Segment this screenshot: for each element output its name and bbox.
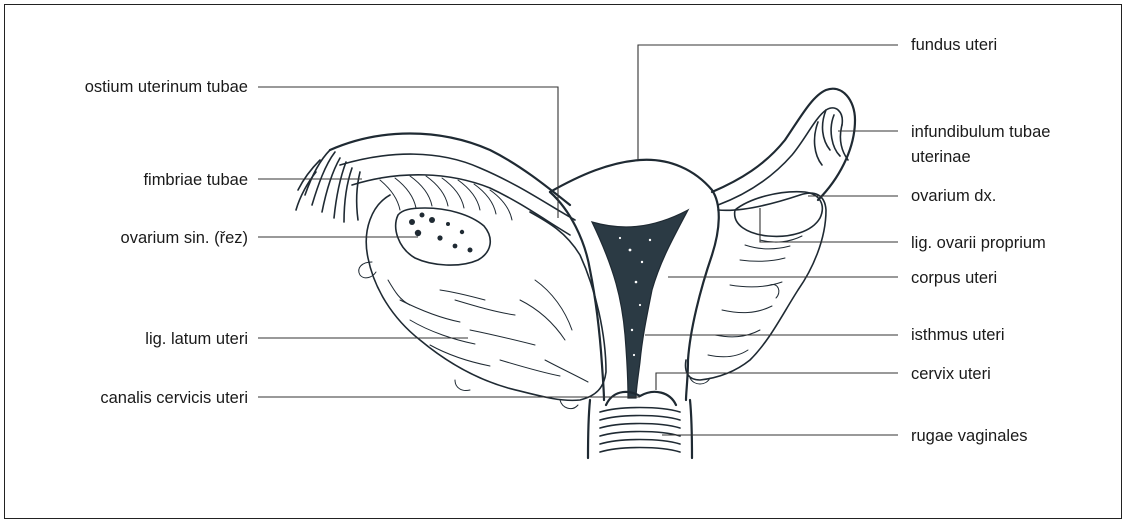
label-canalis-cervicis-uteri: canalis cervicis uteri xyxy=(100,389,248,407)
label-infundibulum-line1: infundibulum tubae xyxy=(911,123,1050,141)
left-broad-ligament-outline xyxy=(366,195,606,400)
label-isthmus-uteri: isthmus uteri xyxy=(911,326,1005,344)
label-fundus-uteri: fundus uteri xyxy=(911,36,997,54)
leader-fundus-uteri xyxy=(638,45,898,160)
label-infundibulum-line2: uterinae xyxy=(911,148,971,166)
vagina-left-wall xyxy=(588,400,590,458)
label-fimbriae-tubae: fimbriae tubae xyxy=(143,171,248,189)
left-tube-upper xyxy=(330,134,570,206)
left-fimbriae xyxy=(296,150,360,222)
labels: fundus uteri ostium uterinum tubae infun… xyxy=(85,36,1051,445)
label-lig-ovarii-proprium: lig. ovarii proprium xyxy=(911,234,1046,252)
anatomy-illustration xyxy=(296,89,855,458)
right-ovary xyxy=(735,192,823,237)
left-ligament-hatching xyxy=(388,280,588,382)
vagina-right-wall xyxy=(690,400,692,458)
label-ovarium-sin: ovarium sin. (řez) xyxy=(121,229,248,247)
leader-ostium-uterinum-tubae xyxy=(258,87,558,218)
label-ovarium-dx: ovarium dx. xyxy=(911,187,996,205)
left-ovary-follicles xyxy=(409,213,473,253)
cervix-bulb xyxy=(606,392,676,405)
label-cervix-uteri: cervix uteri xyxy=(911,365,991,383)
label-corpus-uteri: corpus uteri xyxy=(911,269,997,287)
label-lig-latum-uteri: lig. latum uteri xyxy=(145,330,248,348)
label-rugae-vaginales: rugae vaginales xyxy=(911,427,1028,445)
label-ostium-uterinum-tubae: ostium uterinum tubae xyxy=(85,78,248,96)
vaginal-rugae xyxy=(600,408,680,453)
right-ligament-hatching xyxy=(708,236,802,357)
